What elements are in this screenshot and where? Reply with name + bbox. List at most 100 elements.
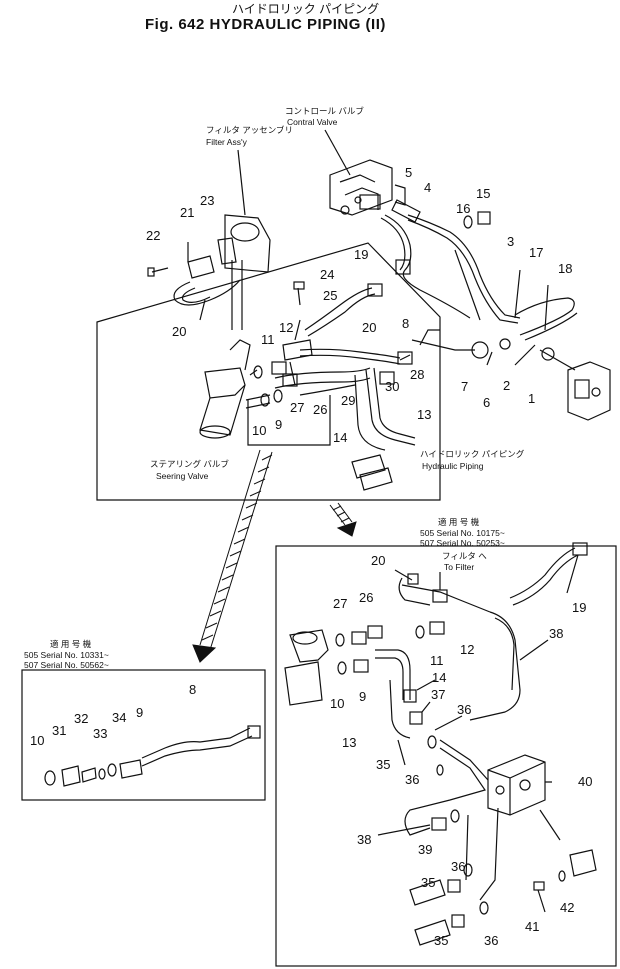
serial-right-line2: 507 Serial No. 50253~ [420,538,505,548]
part-number: 36 [457,702,472,717]
hatched-arrow-right [329,502,357,537]
title-japanese: ハイドロリック パイピング [232,2,380,16]
part-number: 9 [359,689,367,704]
part-number: 38 [549,626,564,641]
left-inset-frame [21,669,266,801]
pipe-18 [514,297,575,336]
part-number: 41 [525,919,540,934]
part-number: 10 [252,423,267,438]
pipe-loop [384,214,471,319]
serial-right-line1: 505 Serial No. 10175~ [420,528,505,538]
part-number: 9 [136,705,144,720]
left-inset-drawing [21,669,266,801]
part-number: 30 [385,379,400,394]
part-number: 37 [431,687,446,702]
part-number: 31 [52,723,67,738]
part-number: 9 [275,417,283,432]
part-number: 20 [362,320,377,335]
right-inset-frame [275,545,617,967]
part-number: 27 [290,400,305,415]
part-number: 35 [376,757,391,772]
part-number: 22 [146,228,161,243]
figure-title: Fig. 642 HYDRAULIC PIPING (II) [145,16,386,33]
part-number: 26 [313,402,328,417]
part-number: 6 [483,395,491,410]
steering-valve-label: Seering Valve [156,471,209,481]
part-number: 8 [189,682,197,697]
main-panel-outline [96,242,441,501]
part-number: 14 [333,430,348,445]
hatched-arrow-left [192,449,273,663]
part-number: 5 [405,165,413,180]
part-number: 34 [112,710,127,725]
part-number: 17 [529,245,544,260]
part-number: 33 [93,726,108,741]
part-number: 11 [430,653,444,668]
part-number: 7 [461,379,469,394]
pipe-14 [354,374,386,451]
part-number: 24 [320,267,335,282]
part-number: 35 [421,875,436,890]
part-number: 38 [357,832,372,847]
serial-left-heading: 適 用 号 機 [50,639,92,649]
serial-left-line1: 505 Serial No. 10331~ [24,650,109,660]
pipe-13 [365,369,416,446]
part-number: 23 [200,193,215,208]
part-number: 21 [180,205,195,220]
part-number: 10 [30,733,45,748]
part-number: 29 [341,393,356,408]
part-number: 39 [418,842,433,857]
hydraulic-piping-label-jp: ハイドロリック パイピング [420,449,525,459]
pipe-20-main [299,348,401,359]
part-number: 32 [74,711,89,726]
part-number: 42 [560,900,575,915]
part-number: 40 [578,774,593,789]
part-number: 19 [354,247,369,262]
part-number: 15 [476,186,491,201]
pipe-19 [304,287,373,331]
part-number: 8 [402,316,410,331]
part-number: 16 [456,201,471,216]
part-number: 27 [333,596,348,611]
part-number: 3 [507,234,515,249]
to-filter-label: To Filter [444,562,475,572]
hydraulic-piping-label: Hydraulic Piping [422,461,484,471]
right-inset-drawing [275,542,617,967]
part-number: 36 [451,859,466,874]
part-number: 25 [323,288,338,303]
steering-valve-drawing [199,339,271,439]
part-number: 28 [410,367,425,382]
right-valve-block [539,347,611,421]
hose-20-left [173,279,241,306]
control-valve-label-jp: コントロール バルブ [285,106,364,116]
part-number: 2 [503,378,511,393]
part-number: 12 [460,642,475,657]
part-number: 35 [434,933,449,948]
to-filter-label-jp: フィルタ へ [442,551,487,561]
control-valve-drawing [324,129,406,216]
filter-label: Filter Ass'y [206,137,247,147]
serial-right-heading: 適 用 号 機 [438,517,480,527]
part-number: 36 [484,933,499,948]
part-number: 19 [572,600,587,615]
part-number: 20 [172,324,187,339]
part-number: 4 [424,180,432,195]
part-number: 20 [371,553,386,568]
serial-left-line2: 507 Serial No. 50562~ [24,660,109,670]
part-number: 13 [417,407,432,422]
filter-label-jp: フィルタ アッセンブリ [206,125,293,135]
part-number: 1 [528,391,536,406]
part-number: 14 [432,670,447,685]
part-number: 26 [359,590,374,605]
control-valve-label: Contral Valve [287,117,338,127]
part-number: 12 [279,320,294,335]
part-number: 10 [330,696,345,711]
filter-assembly-drawing [187,149,271,330]
part-number: 36 [405,772,420,787]
pipe-3 [407,214,521,319]
steering-valve-label-jp: ステアリング バルブ [150,459,229,469]
part-number: 13 [342,735,357,750]
part-number: 18 [558,261,573,276]
